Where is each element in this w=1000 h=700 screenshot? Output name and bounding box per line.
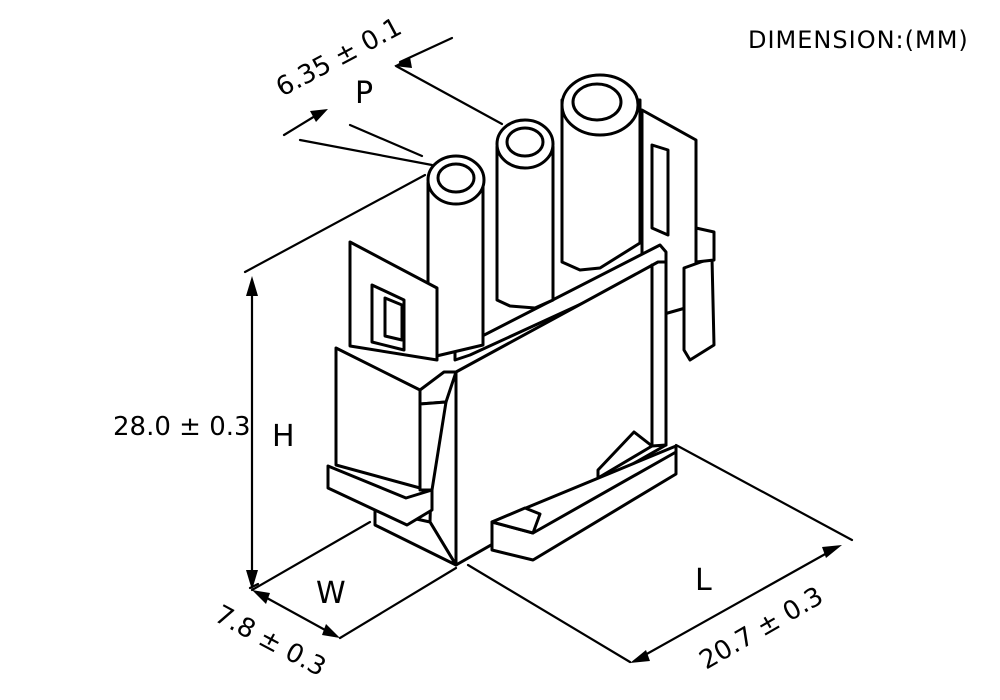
height-label: H — [272, 419, 295, 454]
height-value: 28.0 ± 0.3 — [113, 412, 251, 442]
terminal-pin-2 — [495, 118, 555, 310]
front-latch — [326, 240, 458, 527]
housing-body — [373, 260, 678, 567]
height-dimension: H 28.0 ± 0.3 — [113, 173, 427, 590]
length-value: 20.7 ± 0.3 — [695, 581, 829, 676]
terminal-pin-3 — [560, 73, 642, 272]
terminal-pin-1 — [426, 154, 486, 360]
length-label: L — [695, 563, 712, 598]
width-value: 7.8 ± 0.3 — [210, 600, 331, 683]
units-label: DIMENSION:(MM) — [748, 26, 969, 54]
pitch-value: 6.35 ± 0.1 — [271, 12, 407, 103]
pitch-label: P — [355, 76, 373, 111]
pitch-dimension: P 6.35 ± 0.1 — [271, 12, 504, 167]
width-label: W — [316, 576, 346, 611]
